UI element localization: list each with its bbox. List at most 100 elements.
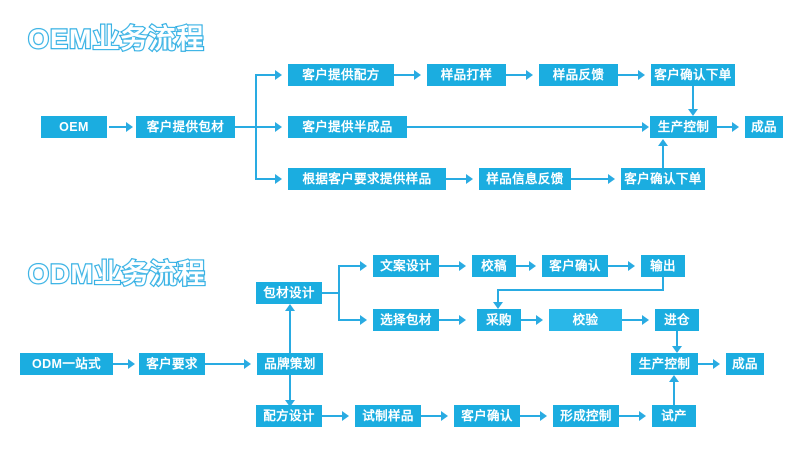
arrow-odm-selectpack-purchase (459, 315, 466, 325)
connector-oem-b1d-to-production (692, 86, 694, 110)
odm-node-copy-design: 文案设计 (373, 255, 439, 277)
arrow-odm-formula-trialsample (342, 411, 349, 421)
oem-section-title: OEM业务流程 (27, 23, 205, 55)
arrow-oem-b3b-b3c (608, 174, 615, 184)
connector-odm-branding-to-packdesign (289, 311, 291, 353)
odm-node-inspect: 校验 (549, 309, 622, 331)
connector-oem-production-finished (717, 126, 734, 128)
connector-odm-selectpack-purchase (439, 319, 461, 321)
arrow-oem-b3a-b3b (466, 174, 473, 184)
connector-odm-start-requirement (113, 363, 130, 365)
connector-odm-warehouse-to-production (676, 331, 678, 347)
oem-node-packaging: 客户提供包材 (136, 116, 235, 138)
arrow-oem-b3c-to-production (658, 139, 668, 146)
oem-node-branch3-a: 根据客户要求提供样品 (288, 168, 446, 190)
arrow-odm-requirement-branding (244, 359, 251, 369)
arrow-oem-production-finished (732, 122, 739, 132)
odm-node-trial-production: 试产 (652, 405, 696, 427)
oem-node-branch3-c: 客户确认下单 (621, 168, 705, 190)
connector-oem-branch3 (255, 178, 277, 180)
oem-node-branch1-b: 样品打样 (427, 64, 506, 86)
arrow-odm-branding-to-formula (285, 400, 295, 407)
connector-odm-packdesign-stub (322, 292, 340, 294)
connector-oem-branch2 (255, 126, 277, 128)
arrow-odm-packdesign-selectpack (360, 315, 367, 325)
oem-node-production: 生产控制 (650, 116, 717, 138)
odm-node-start: ODM一站式 (20, 353, 113, 375)
arrow-odm-warehouse-to-production (672, 346, 682, 353)
connector-odm-output-to-purchase (497, 289, 499, 303)
arrow-odm-inspect-warehouse (642, 315, 649, 325)
connector-odm-proofread-confirm (516, 265, 531, 267)
odm-node-production: 生产控制 (631, 353, 698, 375)
connector-oem-b2a-to-production (407, 126, 644, 128)
arrow-oem-branch2 (275, 122, 282, 132)
odm-node-trial-sample: 试制样品 (355, 405, 421, 427)
odm-node-formula: 配方设计 (256, 405, 322, 427)
arrow-odm-purchase-inspect (536, 315, 543, 325)
oem-node-finished: 成品 (745, 116, 783, 138)
arrow-odm-confirm-formcontrol (540, 411, 547, 421)
connector-odm-branding-to-formula (289, 375, 291, 401)
connector-odm-packdesign-copydesign (338, 265, 362, 267)
odm-node-finished: 成品 (726, 353, 764, 375)
connector-odm-trialsample-confirm (421, 415, 443, 417)
odm-node-confirm-top: 客户确认 (542, 255, 608, 277)
arrow-oem-b2a-to-production (642, 122, 649, 132)
arrow-oem-b1d-to-production (688, 109, 698, 116)
arrow-odm-branding-to-packdesign (285, 304, 295, 311)
oem-node-start: OEM (41, 116, 107, 138)
oem-node-branch1-a: 客户提供配方 (288, 64, 394, 86)
connector-odm-output-left (497, 289, 664, 291)
arrow-odm-copydesign-proofread (459, 261, 466, 271)
odm-section-title: ODM业务流程 (27, 258, 206, 290)
odm-node-pack-design: 包材设计 (256, 282, 322, 304)
arrow-odm-trialproduction-to-production (669, 375, 679, 382)
arrow-odm-production-finished (713, 359, 720, 369)
connector-oem-b1a-b1b (394, 74, 416, 76)
connector-oem-b3b-b3c (571, 178, 610, 180)
odm-node-branding: 品牌策划 (257, 353, 323, 375)
connector-odm-requirement-branding (205, 363, 246, 365)
arrow-odm-packdesign-copydesign (360, 261, 367, 271)
connector-odm-packdesign-selectpack (338, 319, 362, 321)
odm-node-form-control: 形成控制 (553, 405, 619, 427)
odm-node-output: 输出 (641, 255, 685, 277)
arrow-odm-confirm-output (628, 261, 635, 271)
oem-node-branch1-d: 客户确认下单 (651, 64, 735, 86)
connector-odm-trialproduction-to-production (673, 382, 675, 405)
odm-node-confirm-bottom: 客户确认 (454, 405, 520, 427)
connector-oem-b1b-b1c (506, 74, 528, 76)
arrow-oem-b1a-b1b (414, 70, 421, 80)
connector-oem-start-to-packaging (109, 126, 126, 128)
arrow-oem-start-to-packaging (126, 122, 133, 132)
connector-odm-output-down (662, 277, 664, 291)
connector-odm-confirm-formcontrol (520, 415, 542, 417)
odm-node-purchase: 采购 (477, 309, 521, 331)
connector-odm-purchase-inspect (521, 319, 538, 321)
arrow-oem-b1b-b1c (526, 70, 533, 80)
connector-odm-inspect-warehouse (622, 319, 644, 321)
oem-node-branch3-b: 样品信息反馈 (479, 168, 571, 190)
arrow-oem-b1c-b1d (638, 70, 645, 80)
connector-odm-formula-trialsample (322, 415, 344, 417)
connector-odm-formcontrol-trialproduction (619, 415, 641, 417)
oem-node-branch2-a: 客户提供半成品 (288, 116, 407, 138)
odm-node-requirement: 客户要求 (139, 353, 205, 375)
connector-odm-copydesign-proofread (439, 265, 461, 267)
connector-odm-production-finished (698, 363, 715, 365)
odm-node-warehouse: 进仓 (655, 309, 699, 331)
connector-oem-b1c-b1d (618, 74, 640, 76)
odm-node-proofread: 校稿 (472, 255, 516, 277)
oem-node-branch1-c: 样品反馈 (539, 64, 618, 86)
arrow-odm-output-to-purchase (493, 302, 503, 309)
odm-node-select-pack: 选择包材 (373, 309, 439, 331)
connector-oem-branch1 (255, 74, 277, 76)
arrow-odm-proofread-confirm (529, 261, 536, 271)
arrow-oem-branch1 (275, 70, 282, 80)
connector-odm-confirm-output (608, 265, 630, 267)
arrow-oem-branch3 (275, 174, 282, 184)
arrow-odm-trialsample-confirm (441, 411, 448, 421)
connector-oem-b3a-b3b (446, 178, 468, 180)
